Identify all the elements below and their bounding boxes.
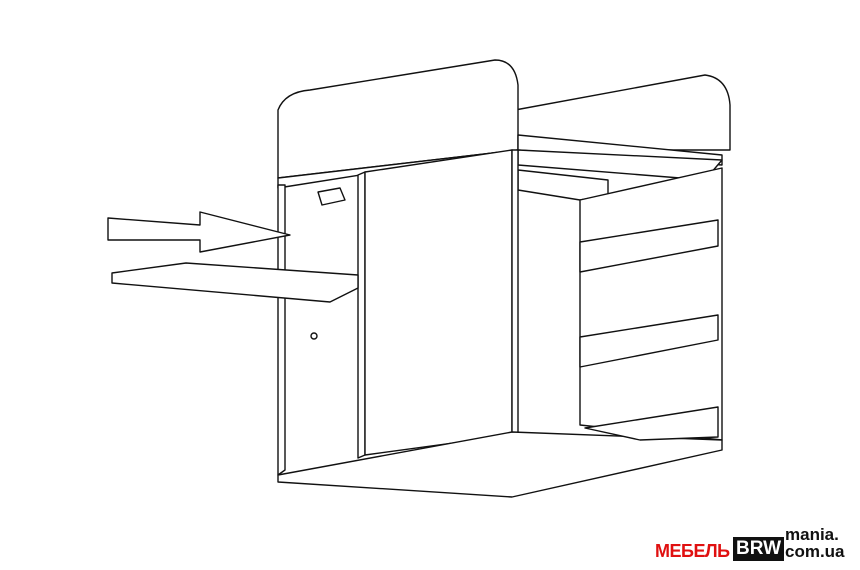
front-panel [364,149,513,456]
brand-logo: МЕБЕЛЬ BRW mania. com.ua [655,522,855,567]
left-wall [277,184,286,476]
loose-shelf [111,262,359,303]
logo-line1: mania. [785,525,839,544]
center-divider [357,171,366,459]
right-divider [511,149,519,436]
right-side-panel [514,74,731,151]
bottom-board [277,431,723,498]
logo-brand: BRW [733,537,785,561]
hole [310,332,318,340]
insert-arrow-icon [107,211,291,253]
back-panel-right [579,167,723,441]
logo-line2: com.ua [785,542,845,561]
bracket [317,187,346,206]
left-side-panel-top [277,59,519,179]
drawer-rails [579,219,719,441]
inner-shelf-lower [517,169,609,201]
logo-prefix: МЕБЕЛЬ [655,541,730,561]
